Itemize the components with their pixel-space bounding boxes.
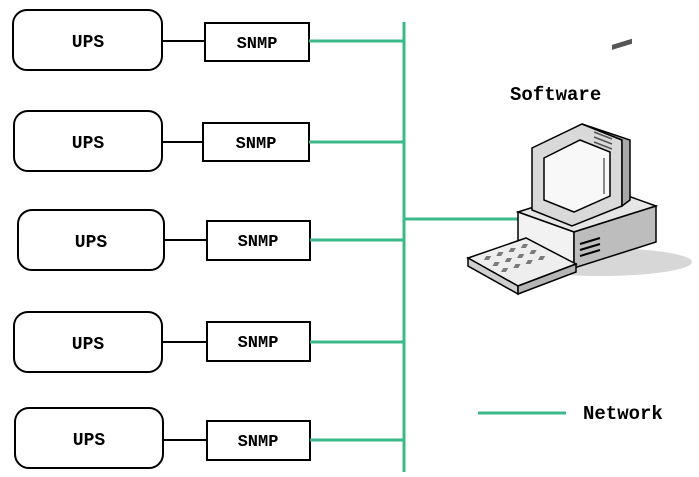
- snmp-label: SNMP: [238, 233, 279, 252]
- legend-network-label: Network: [583, 403, 663, 425]
- desktop-computer-icon: [466, 38, 692, 296]
- ups-row-4: UPS SNMP: [13, 311, 404, 373]
- ups-label: UPS: [73, 431, 106, 451]
- snmp-label: SNMP: [238, 334, 279, 353]
- legend: Network: [478, 403, 663, 425]
- ups-row-2: UPS SNMP: [13, 110, 404, 172]
- ups-row-5: UPS SNMP: [14, 407, 404, 469]
- ups-box: [14, 407, 164, 469]
- snmp-box: [202, 122, 310, 162]
- ups-label: UPS: [72, 134, 105, 154]
- ups-row-1: UPS SNMP: [12, 9, 404, 71]
- snmp-label: SNMP: [237, 35, 278, 54]
- snmp-label: SNMP: [236, 135, 277, 154]
- ups-label: UPS: [72, 33, 105, 53]
- ups-label: UPS: [72, 335, 105, 355]
- snmp-label: SNMP: [238, 433, 279, 452]
- ups-label: UPS: [75, 233, 108, 253]
- snmp-box: [206, 220, 311, 261]
- ups-row-3: UPS SNMP: [17, 209, 404, 271]
- computer-label: Software: [510, 84, 601, 106]
